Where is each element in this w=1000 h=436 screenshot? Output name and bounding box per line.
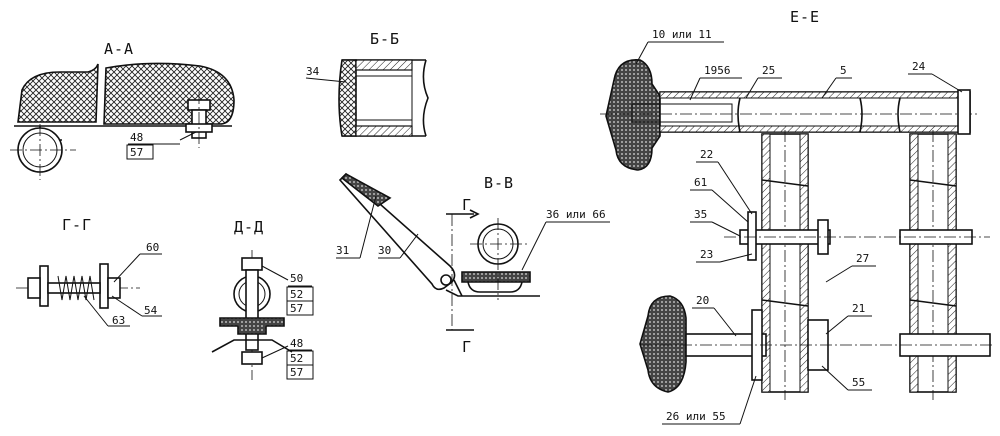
dd-bolt [245,269,259,351]
callout-52-bottom: 52 [290,352,303,365]
callout-48: 48 [130,131,143,144]
callout-23: 23 [700,248,713,261]
callout-61: 61 [694,176,707,189]
washer-61 [747,211,757,261]
spring [57,275,95,301]
callout-57: 57 [130,146,143,159]
callout-57-top: 57 [290,302,303,315]
cushion-right [103,62,235,125]
nut-right [107,277,121,299]
section-vv-title: В-В [484,174,514,192]
knob-top [605,59,661,171]
dd-nut-top [241,257,263,271]
callout-35: 35 [694,208,707,221]
section-gg-title: Г-Г [62,216,92,234]
callout-24: 24 [912,60,926,73]
callout-21: 21 [852,302,865,315]
dd-plate [211,339,293,353]
section-ee: Е-Е [600,8,995,425]
pin [47,282,101,294]
section-dd: Д-Д 50 52 57 48 52 57 [211,218,314,380]
nut-left [27,277,41,299]
callout-50: 50 [290,272,303,285]
knob-bottom [639,295,687,393]
end-cap-24 [957,89,971,135]
callout-20: 20 [696,294,709,307]
section-bb-title: Б-Б [370,30,400,48]
callout-36-66: 36 или 66 [546,208,606,221]
section-aa: А-А 48 57 [10,40,235,180]
callout-57-bottom: 57 [290,366,303,379]
cushion-left [17,63,99,123]
callout-34: 34 [306,65,320,78]
section-dd-title: Д-Д [234,218,264,236]
base-plate [445,289,540,297]
plate-right [99,263,109,309]
pivot [440,274,452,286]
section-mark-g-bottom: Г [462,338,472,356]
callout-54: 54 [144,304,158,317]
callout-63: 63 [112,314,125,327]
screw-top [631,103,733,123]
plate-left [39,265,49,307]
bracket [461,271,531,283]
callout-30: 30 [378,244,391,257]
section-mark-g-top: Г [462,196,472,214]
dd-nut-bottom [241,351,263,365]
section-ee-title: Е-Е [790,8,820,26]
plug-cap [338,59,357,137]
callout-60: 60 [146,241,159,254]
callout-10-11: 10 или 11 [652,28,712,41]
callout-1956: 1956 [704,64,731,77]
section-gg: Г-Г 60 54 63 [16,216,162,327]
callout-55: 55 [852,376,865,389]
callout-25: 25 [762,64,775,77]
section-aa-title: А-А [104,40,134,58]
callout-5: 5 [840,64,847,77]
callout-27: 27 [856,252,869,265]
callout-52-top: 52 [290,288,303,301]
lever-30 [338,172,456,291]
callout-31: 31 [336,244,349,257]
section-vv: В-В Г Г 31 30 36 или 66 [336,172,610,356]
section-bb: Б-Б 34 [305,30,429,137]
dd-bracket [219,317,285,335]
callout-26-55: 26 или 55 [666,410,726,423]
callout-22: 22 [700,148,713,161]
lever-handle [340,173,392,207]
top-tube [659,91,971,133]
callout-48-dd: 48 [290,337,303,350]
